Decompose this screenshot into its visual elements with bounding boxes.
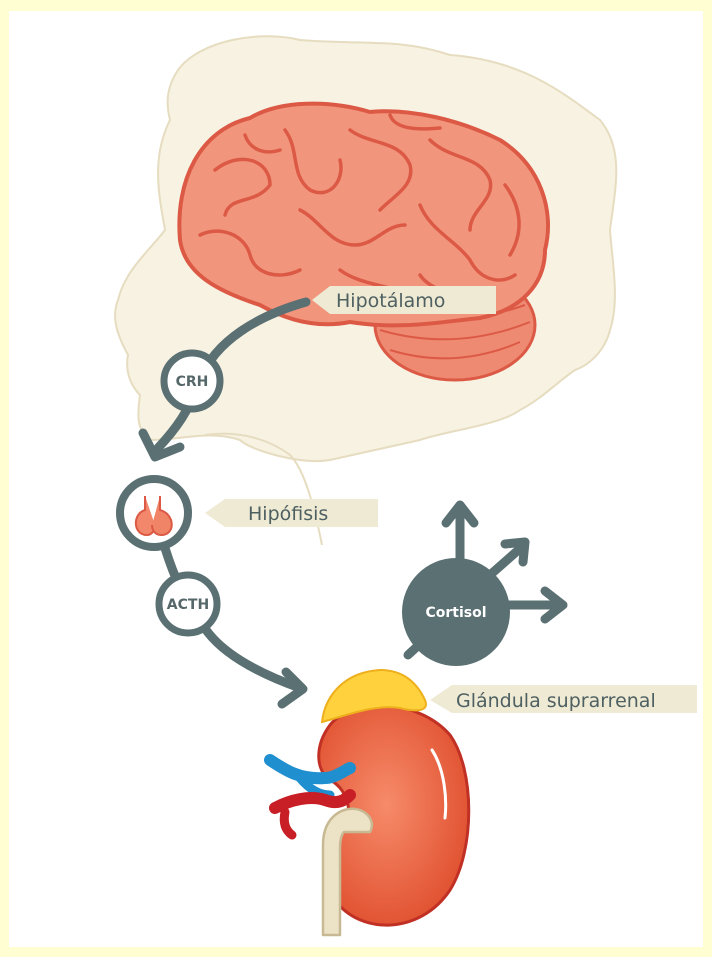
crh-label: CRH bbox=[176, 374, 209, 390]
adrenal-label: Glándula suprarrenal bbox=[456, 690, 656, 712]
pituitary-label: Hipófisis bbox=[248, 503, 328, 525]
cortisol-label: Cortisol bbox=[425, 605, 486, 621]
acth-label: ACTH bbox=[167, 597, 209, 613]
hypothalamus-label: Hipotálamo bbox=[336, 290, 445, 312]
kidney bbox=[270, 705, 469, 935]
renal-artery-branch bbox=[284, 812, 292, 835]
cortisol-node bbox=[402, 505, 563, 666]
renal-artery bbox=[275, 795, 350, 808]
pituitary-node bbox=[120, 479, 188, 547]
